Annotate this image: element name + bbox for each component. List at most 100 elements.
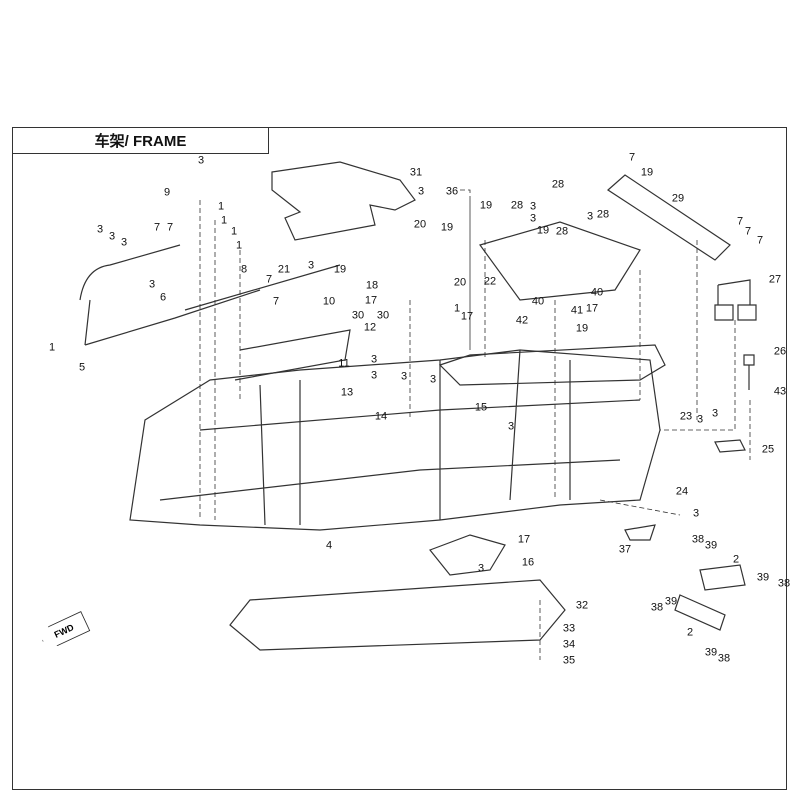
part-callout: 31	[409, 166, 423, 179]
part-callout: 17	[585, 302, 599, 315]
part-callout: 3	[197, 154, 205, 167]
part-callout: 38	[777, 577, 791, 590]
part-callout: 28	[510, 199, 524, 212]
part-callout: 3	[148, 278, 156, 291]
part-callout: 9	[163, 186, 171, 199]
part-callout: 17	[517, 533, 531, 546]
part-callout: 20	[453, 276, 467, 289]
floor-mat-part-31	[271, 161, 416, 241]
part-callout: 3	[529, 212, 537, 225]
part-callout: 19	[479, 199, 493, 212]
part-callout: 3	[370, 369, 378, 382]
part-callout: 14	[374, 410, 388, 423]
skid-plate-part-32	[229, 579, 566, 651]
part-callout: 24	[675, 485, 689, 498]
part-callout: 21	[277, 263, 291, 276]
part-callout: 3	[307, 259, 315, 272]
part-callout: 1	[230, 225, 238, 238]
rear-rack-part-22	[479, 221, 641, 301]
part-callout: 39	[756, 571, 770, 584]
part-callout: 38	[691, 533, 705, 546]
part-callout: 22	[483, 275, 497, 288]
part-callout: 41	[570, 304, 584, 317]
part-callout: 7	[265, 273, 273, 286]
part-callout: 7	[166, 221, 174, 234]
part-callout: 3	[711, 407, 719, 420]
part-callout: 12	[363, 321, 377, 334]
part-callout: 28	[596, 208, 610, 221]
part-callout: 4	[325, 539, 333, 552]
rear-frame-section	[438, 344, 666, 386]
part-callout: 3	[429, 373, 437, 386]
part-callout: 3	[400, 370, 408, 383]
part-callout: 3	[96, 223, 104, 236]
main-frame-part-4	[129, 349, 661, 531]
front-bumper-part-5	[79, 244, 261, 346]
part-callout: 30	[351, 309, 365, 322]
part-callout: 32	[575, 599, 589, 612]
part-callout: 1	[220, 214, 228, 227]
part-callout: 13	[340, 386, 354, 399]
part-callout: 3	[120, 236, 128, 249]
part-callout: 7	[628, 151, 636, 164]
drawing-border	[12, 127, 787, 790]
part-callout: 3	[696, 413, 704, 426]
part-callout: 7	[756, 234, 764, 247]
part-callout: 7	[744, 225, 752, 238]
part-callout: 33	[562, 622, 576, 635]
part-callout: 3	[586, 210, 594, 223]
fwd-label: FWD	[52, 622, 76, 640]
bushing-part-2-lower	[674, 594, 726, 631]
part-callout: 3	[692, 507, 700, 520]
bracket-part-27	[714, 279, 757, 321]
part-callout: 7	[272, 295, 280, 308]
bushing-part-2-upper	[699, 564, 746, 591]
part-callout: 20	[413, 218, 427, 231]
part-callout: 19	[575, 322, 589, 335]
pad-part-25	[714, 439, 746, 453]
part-callout: 23	[679, 410, 693, 423]
part-callout: 25	[761, 443, 775, 456]
part-callout: 3	[529, 200, 537, 213]
part-callout: 38	[717, 652, 731, 665]
part-callout: 1	[235, 239, 243, 252]
part-callout: 28	[551, 178, 565, 191]
part-callout: 19	[440, 221, 454, 234]
part-callout: 19	[640, 166, 654, 179]
part-callout: 27	[768, 273, 782, 286]
part-callout: 39	[704, 539, 718, 552]
part-callout: 17	[364, 294, 378, 307]
part-callout: 34	[562, 638, 576, 651]
support-bar-part-29	[607, 174, 731, 261]
part-callout: 15	[474, 401, 488, 414]
part-callout: 2	[686, 626, 694, 639]
skid-plate-part-16	[429, 534, 506, 576]
part-callout: 6	[159, 291, 167, 304]
part-callout: 3	[370, 353, 378, 366]
part-callout: 42	[515, 314, 529, 327]
part-callout: 1	[217, 200, 225, 213]
part-callout: 1	[453, 302, 461, 315]
part-callout: 39	[704, 646, 718, 659]
side-tube	[184, 264, 351, 381]
part-callout: 17	[460, 310, 474, 323]
part-callout: 19	[333, 263, 347, 276]
part-callout: 3	[108, 230, 116, 243]
part-callout: 28	[555, 225, 569, 238]
part-callout: 35	[562, 654, 576, 667]
part-callout: 3	[507, 420, 515, 433]
part-callout: 30	[376, 309, 390, 322]
part-callout: 3	[417, 185, 425, 198]
bolt-part-26	[743, 354, 755, 390]
part-callout: 36	[445, 185, 459, 198]
bracket-part-37	[624, 524, 656, 541]
part-callout: 11	[338, 357, 350, 370]
part-callout: 26	[773, 345, 787, 358]
page-title: 车架/ FRAME	[12, 127, 269, 154]
part-callout: 7	[736, 215, 744, 228]
part-callout: 38	[650, 601, 664, 614]
part-callout: 39	[664, 595, 678, 608]
part-callout: 40	[531, 295, 545, 308]
part-callout: 3	[477, 562, 485, 575]
